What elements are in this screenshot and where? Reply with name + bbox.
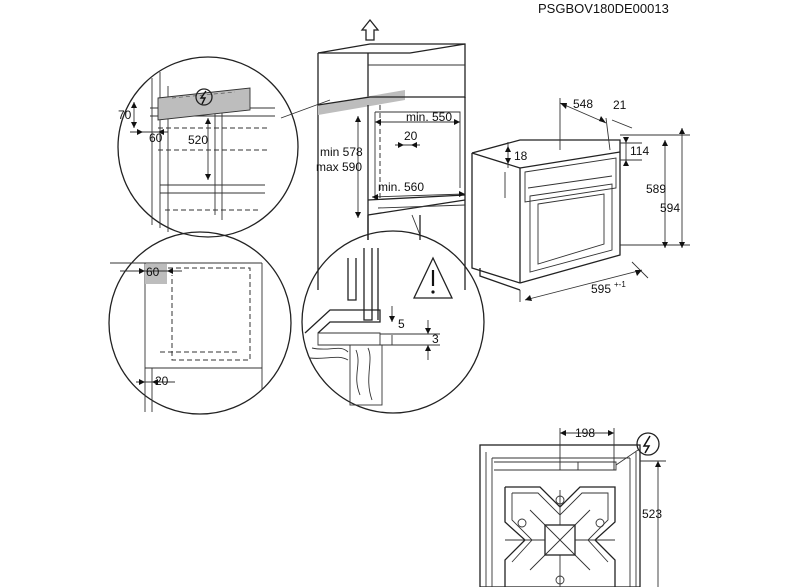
svg-text:60: 60 [149, 131, 163, 145]
svg-text:3: 3 [432, 332, 439, 346]
warning-triangle-icon [412, 256, 454, 299]
svg-text:589: 589 [646, 182, 666, 196]
detail-circle-gap: 5 3 [301, 230, 485, 414]
svg-text:114: 114 [630, 144, 649, 158]
svg-text:548: 548 [573, 97, 593, 111]
oven-drawing: 548 21 18 114 589 594 595 +-1 [471, 97, 690, 302]
svg-text:max 590: max 590 [316, 160, 362, 174]
svg-text:min. 560: min. 560 [378, 180, 424, 194]
cabinet-drawing: min. 550 20 min 578 max 590 min. 560 [316, 18, 466, 290]
svg-text:min. 550: min. 550 [406, 110, 452, 124]
svg-text:min 578: min 578 [320, 145, 363, 159]
document-code: PSGBOV180DE00013 [538, 1, 669, 16]
detail-circle-corner: 60 20 [108, 231, 292, 415]
arrow-up-outline-icon [360, 18, 380, 41]
svg-text:+-1: +-1 [614, 280, 626, 289]
svg-text:520: 520 [188, 133, 208, 147]
svg-text:5: 5 [398, 317, 405, 331]
lightning-in-circle-icon [195, 88, 213, 106]
svg-text:523: 523 [642, 507, 662, 521]
svg-text:18: 18 [514, 149, 528, 163]
spacer-area [145, 264, 167, 284]
socket-area [158, 88, 250, 120]
svg-text:20: 20 [404, 129, 418, 143]
detail-circle-socket: 70 60 520 [117, 56, 331, 238]
svg-text:60: 60 [146, 265, 160, 279]
svg-text:595: 595 [591, 282, 611, 296]
svg-text:21: 21 [613, 98, 627, 112]
oven-rear-drawing: 198 523 [479, 426, 666, 587]
lightning-in-circle-icon [615, 432, 660, 466]
svg-text:594: 594 [660, 201, 680, 215]
svg-text:70: 70 [118, 108, 132, 122]
cabinet-socket-area [318, 90, 405, 115]
svg-text:198: 198 [575, 426, 595, 440]
svg-text:20: 20 [155, 374, 169, 388]
